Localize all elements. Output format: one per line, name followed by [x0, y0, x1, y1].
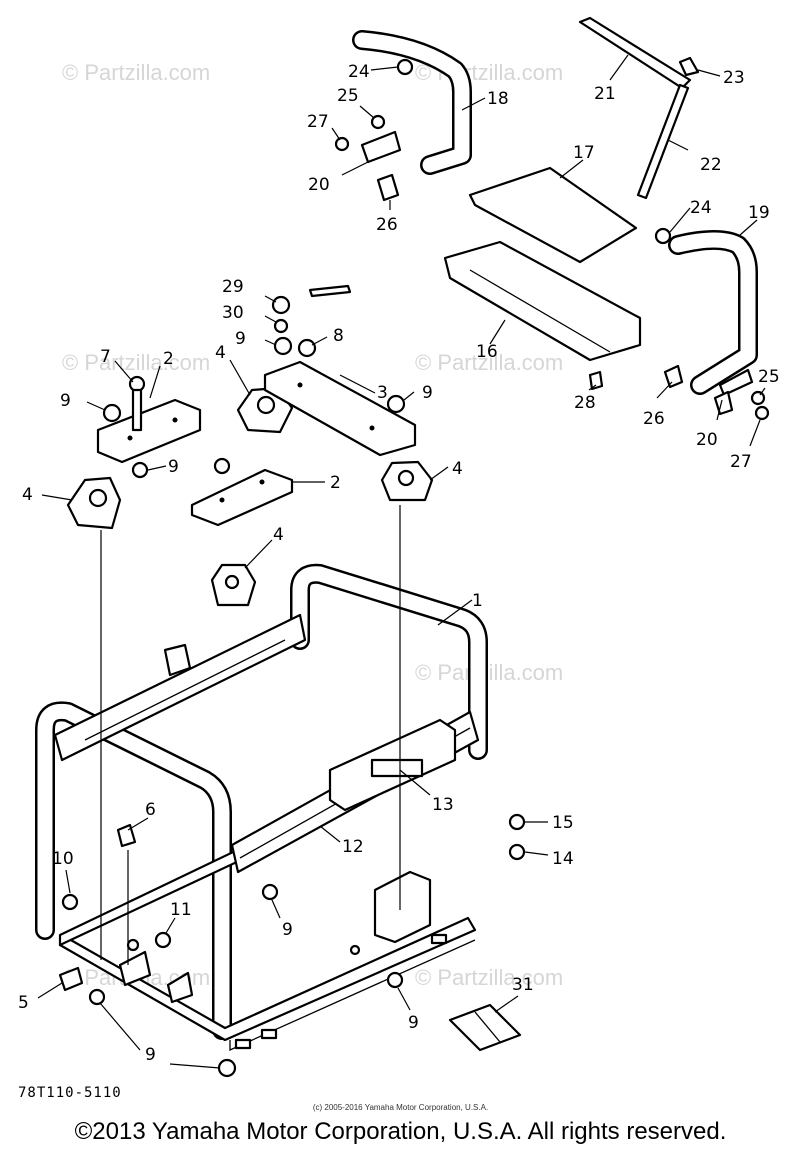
watermark: © Partzilla.com: [415, 965, 563, 990]
callout-20: 20: [696, 430, 718, 450]
mount-plates: [96, 360, 417, 527]
callout-14: 14: [552, 849, 574, 869]
callout-28: 28: [574, 393, 596, 413]
hardware: [58, 58, 770, 1078]
watermark: © Partzilla.com: [415, 660, 563, 685]
copyright-notice: ©2013 Yamaha Motor Corporation, U.S.A. A…: [74, 1118, 727, 1145]
callout-12: 12: [342, 837, 364, 857]
callout-13: 13: [432, 795, 454, 815]
callout-10: 10: [52, 849, 74, 869]
callout-25: 25: [337, 86, 359, 106]
callout-27: 27: [307, 112, 329, 132]
callout-22: 22: [700, 155, 722, 175]
callout-5: 5: [18, 993, 29, 1013]
callout-26: 26: [376, 215, 398, 235]
callout-3: 3: [377, 383, 388, 403]
callout-25: 25: [758, 367, 780, 387]
callout-20: 20: [308, 175, 330, 195]
watermark: © Partzilla.com: [62, 350, 210, 375]
callout-9: 9: [60, 391, 71, 411]
callout-2: 2: [330, 473, 341, 493]
engine-mounts: [66, 386, 434, 607]
callout-15: 15: [552, 813, 574, 833]
callout-11: 11: [170, 900, 192, 920]
tank-tray: [443, 166, 642, 362]
callout-26: 26: [643, 409, 665, 429]
callout-8: 8: [333, 326, 344, 346]
callout-9: 9: [235, 329, 246, 349]
callout-18: 18: [487, 89, 509, 109]
callout-19: 19: [748, 203, 770, 223]
watermark: © Partzilla.com: [415, 350, 563, 375]
callout-9: 9: [408, 1013, 419, 1033]
callout-2: 2: [163, 349, 174, 369]
callout-29: 29: [222, 277, 244, 297]
callout-9: 9: [282, 920, 293, 940]
drawing-code: 78T110-5110: [18, 1085, 122, 1101]
callout-24: 24: [348, 62, 370, 82]
callout-31: 31: [512, 975, 534, 995]
callouts: 1 2 2 3 4 4 4 4 5 6 7 8 9 9 9 9 9 9 9 10…: [18, 62, 780, 1065]
callout-4: 4: [22, 485, 33, 505]
callout-4: 4: [452, 459, 463, 479]
rods: [578, 16, 700, 200]
handles: [352, 30, 758, 397]
callout-27: 27: [730, 452, 752, 472]
callout-9: 9: [168, 457, 179, 477]
callout-6: 6: [145, 800, 156, 820]
callout-16: 16: [476, 342, 498, 362]
cross-beams: [53, 613, 480, 874]
leader-lines: [37, 54, 766, 1069]
watermark: © Partzilla.com: [62, 60, 210, 85]
callout-1: 1: [472, 591, 483, 611]
callout-21: 21: [594, 84, 616, 104]
callout-24: 24: [690, 198, 712, 218]
callout-4: 4: [273, 525, 284, 545]
callout-30: 30: [222, 303, 244, 323]
callout-23: 23: [723, 68, 745, 88]
callout-17: 17: [573, 143, 595, 163]
callout-9: 9: [145, 1045, 156, 1065]
small-copyright: (c) 2005-2016 Yamaha Motor Corporation, …: [312, 1103, 489, 1112]
callout-7: 7: [100, 347, 111, 367]
callout-9: 9: [422, 383, 433, 403]
callout-4: 4: [215, 343, 226, 363]
